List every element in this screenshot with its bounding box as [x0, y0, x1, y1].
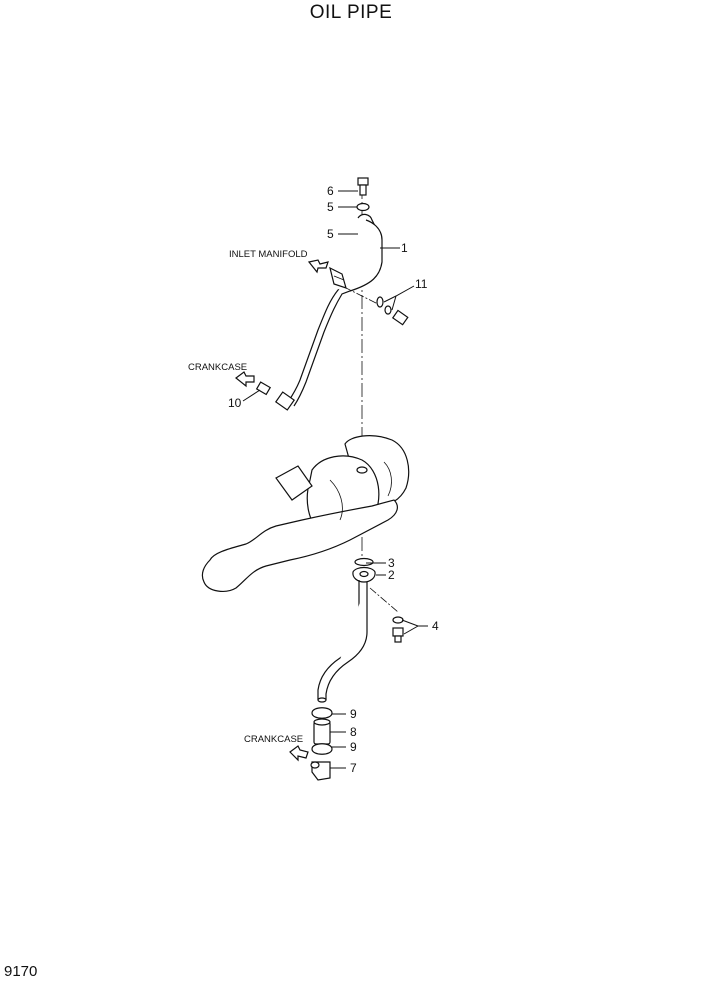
gasket-part-3: [354, 557, 374, 567]
page-number: 9170: [4, 963, 38, 980]
lower-drain-pipe: [317, 580, 368, 703]
washer-part-5-upper: [356, 202, 370, 212]
leader-lines: [242, 190, 428, 769]
callout-1: 1: [401, 241, 408, 255]
hose-part-8: [313, 718, 331, 745]
callout-8: 8: [350, 725, 357, 739]
callout-5-lower: 5: [327, 227, 334, 241]
flange-axis-line: [369, 587, 399, 613]
callout-7: 7: [350, 761, 357, 775]
elbow-part-7: [310, 761, 331, 781]
bolt-part-4: [392, 616, 404, 643]
turbocharger-housing: [201, 435, 410, 592]
note-crankcase-upper: CRANKCASE: [188, 362, 247, 373]
callout-10: 10: [228, 396, 242, 410]
clamp-bolt-part-11: [376, 296, 409, 326]
hose-clamp-part-9-upper: [311, 707, 333, 719]
page-title: OIL PIPE: [309, 2, 393, 23]
callout-5-upper: 5: [327, 200, 334, 214]
callout-9-upper: 9: [350, 707, 357, 721]
hose-clamp-part-9-lower: [311, 743, 333, 755]
callout-4: 4: [432, 619, 439, 633]
flange-part-2: [352, 566, 376, 583]
note-inlet-manifold: INLET MANIFOLD: [229, 249, 308, 260]
callout-11: 11: [415, 277, 428, 291]
callout-3: 3: [388, 556, 395, 570]
inlet-manifold-arrow-icon: [307, 259, 329, 274]
bolt-part-6: [357, 177, 369, 196]
clamp-axis-line: [343, 286, 379, 305]
note-crankcase-lower: CRANKCASE: [244, 734, 303, 745]
fitting-part-10: [255, 381, 272, 396]
callout-2: 2: [388, 568, 395, 582]
callout-9-lower: 9: [350, 740, 357, 754]
callout-6: 6: [327, 184, 334, 198]
crankcase-lower-arrow-icon: [289, 745, 309, 762]
upper-oil-pipe-part-1: [274, 213, 383, 411]
crankcase-arrow-icon: [235, 371, 255, 388]
